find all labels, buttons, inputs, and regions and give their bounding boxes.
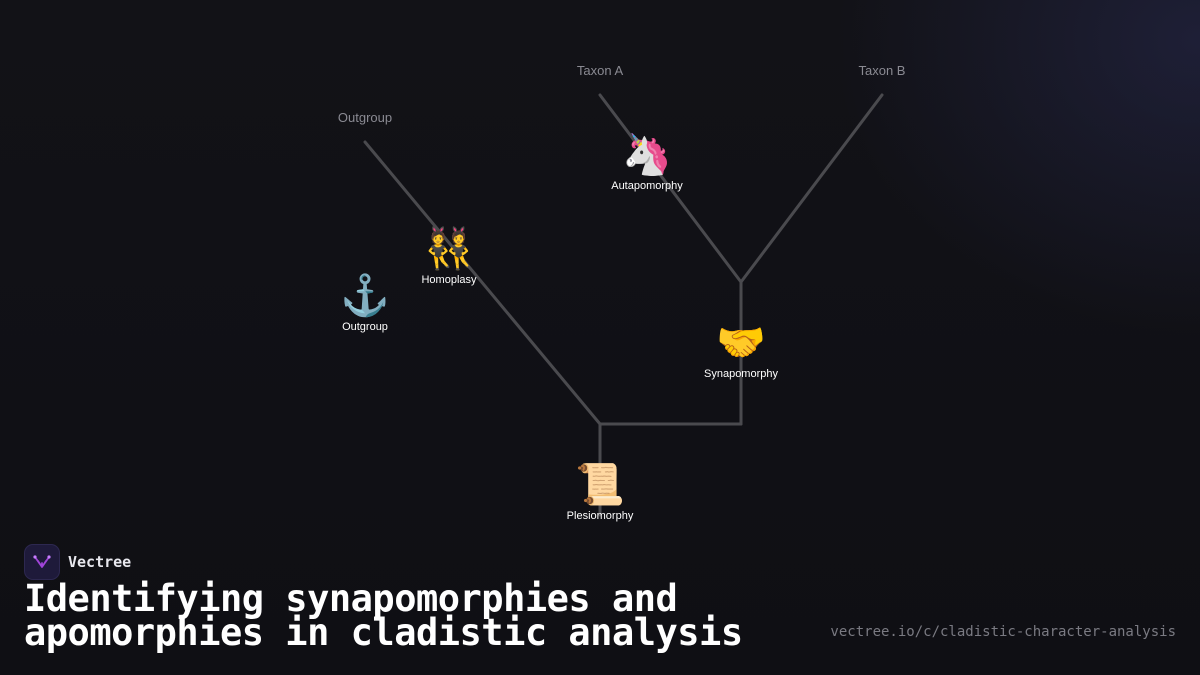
character-label-synapomorphy: Synapomorphy <box>704 368 778 380</box>
character-label-outgroup: Outgroup <box>342 321 388 333</box>
character-label-homoplasy: Homoplasy <box>421 274 477 286</box>
character-autapomorphy: 🦄 Autapomorphy <box>611 132 683 192</box>
taxon-label-taxon-a: Taxon A <box>576 63 624 78</box>
character-synapomorphy: 🤝 Synapomorphy <box>704 320 778 380</box>
character-homoplasy: 👯 Homoplasy <box>421 226 476 286</box>
scroll-icon: 📜 <box>575 462 625 508</box>
branch-taxon-b <box>739 93 884 284</box>
brand-name: Vectree <box>68 553 132 571</box>
anchor-icon: ⚓️ <box>340 273 390 319</box>
taxon-label-taxon-b: Taxon B <box>858 63 906 78</box>
handshake-icon: 🤝 <box>716 320 766 366</box>
taxon-label-outgroup: Outgroup <box>337 110 393 125</box>
brand: Vectree <box>24 544 131 580</box>
character-label-autapomorphy: Autapomorphy <box>611 180 683 192</box>
character-outgroup: ⚓️ Outgroup <box>340 273 390 333</box>
vectree-logo-icon <box>24 544 60 580</box>
branch-outgroup <box>363 140 602 426</box>
character-label-plesiomorphy: Plesiomorphy <box>566 510 634 522</box>
page-title: Identifying synapomorphies and apomorphi… <box>24 577 743 654</box>
branch-taxon-a <box>598 93 743 284</box>
unicorn-icon: 🦄 <box>622 132 672 178</box>
dancers-icon: 👯 <box>424 226 474 272</box>
source-url: vectree.io/c/cladistic-character-analysi… <box>830 624 1176 640</box>
character-plesiomorphy: 📜 Plesiomorphy <box>567 462 634 522</box>
